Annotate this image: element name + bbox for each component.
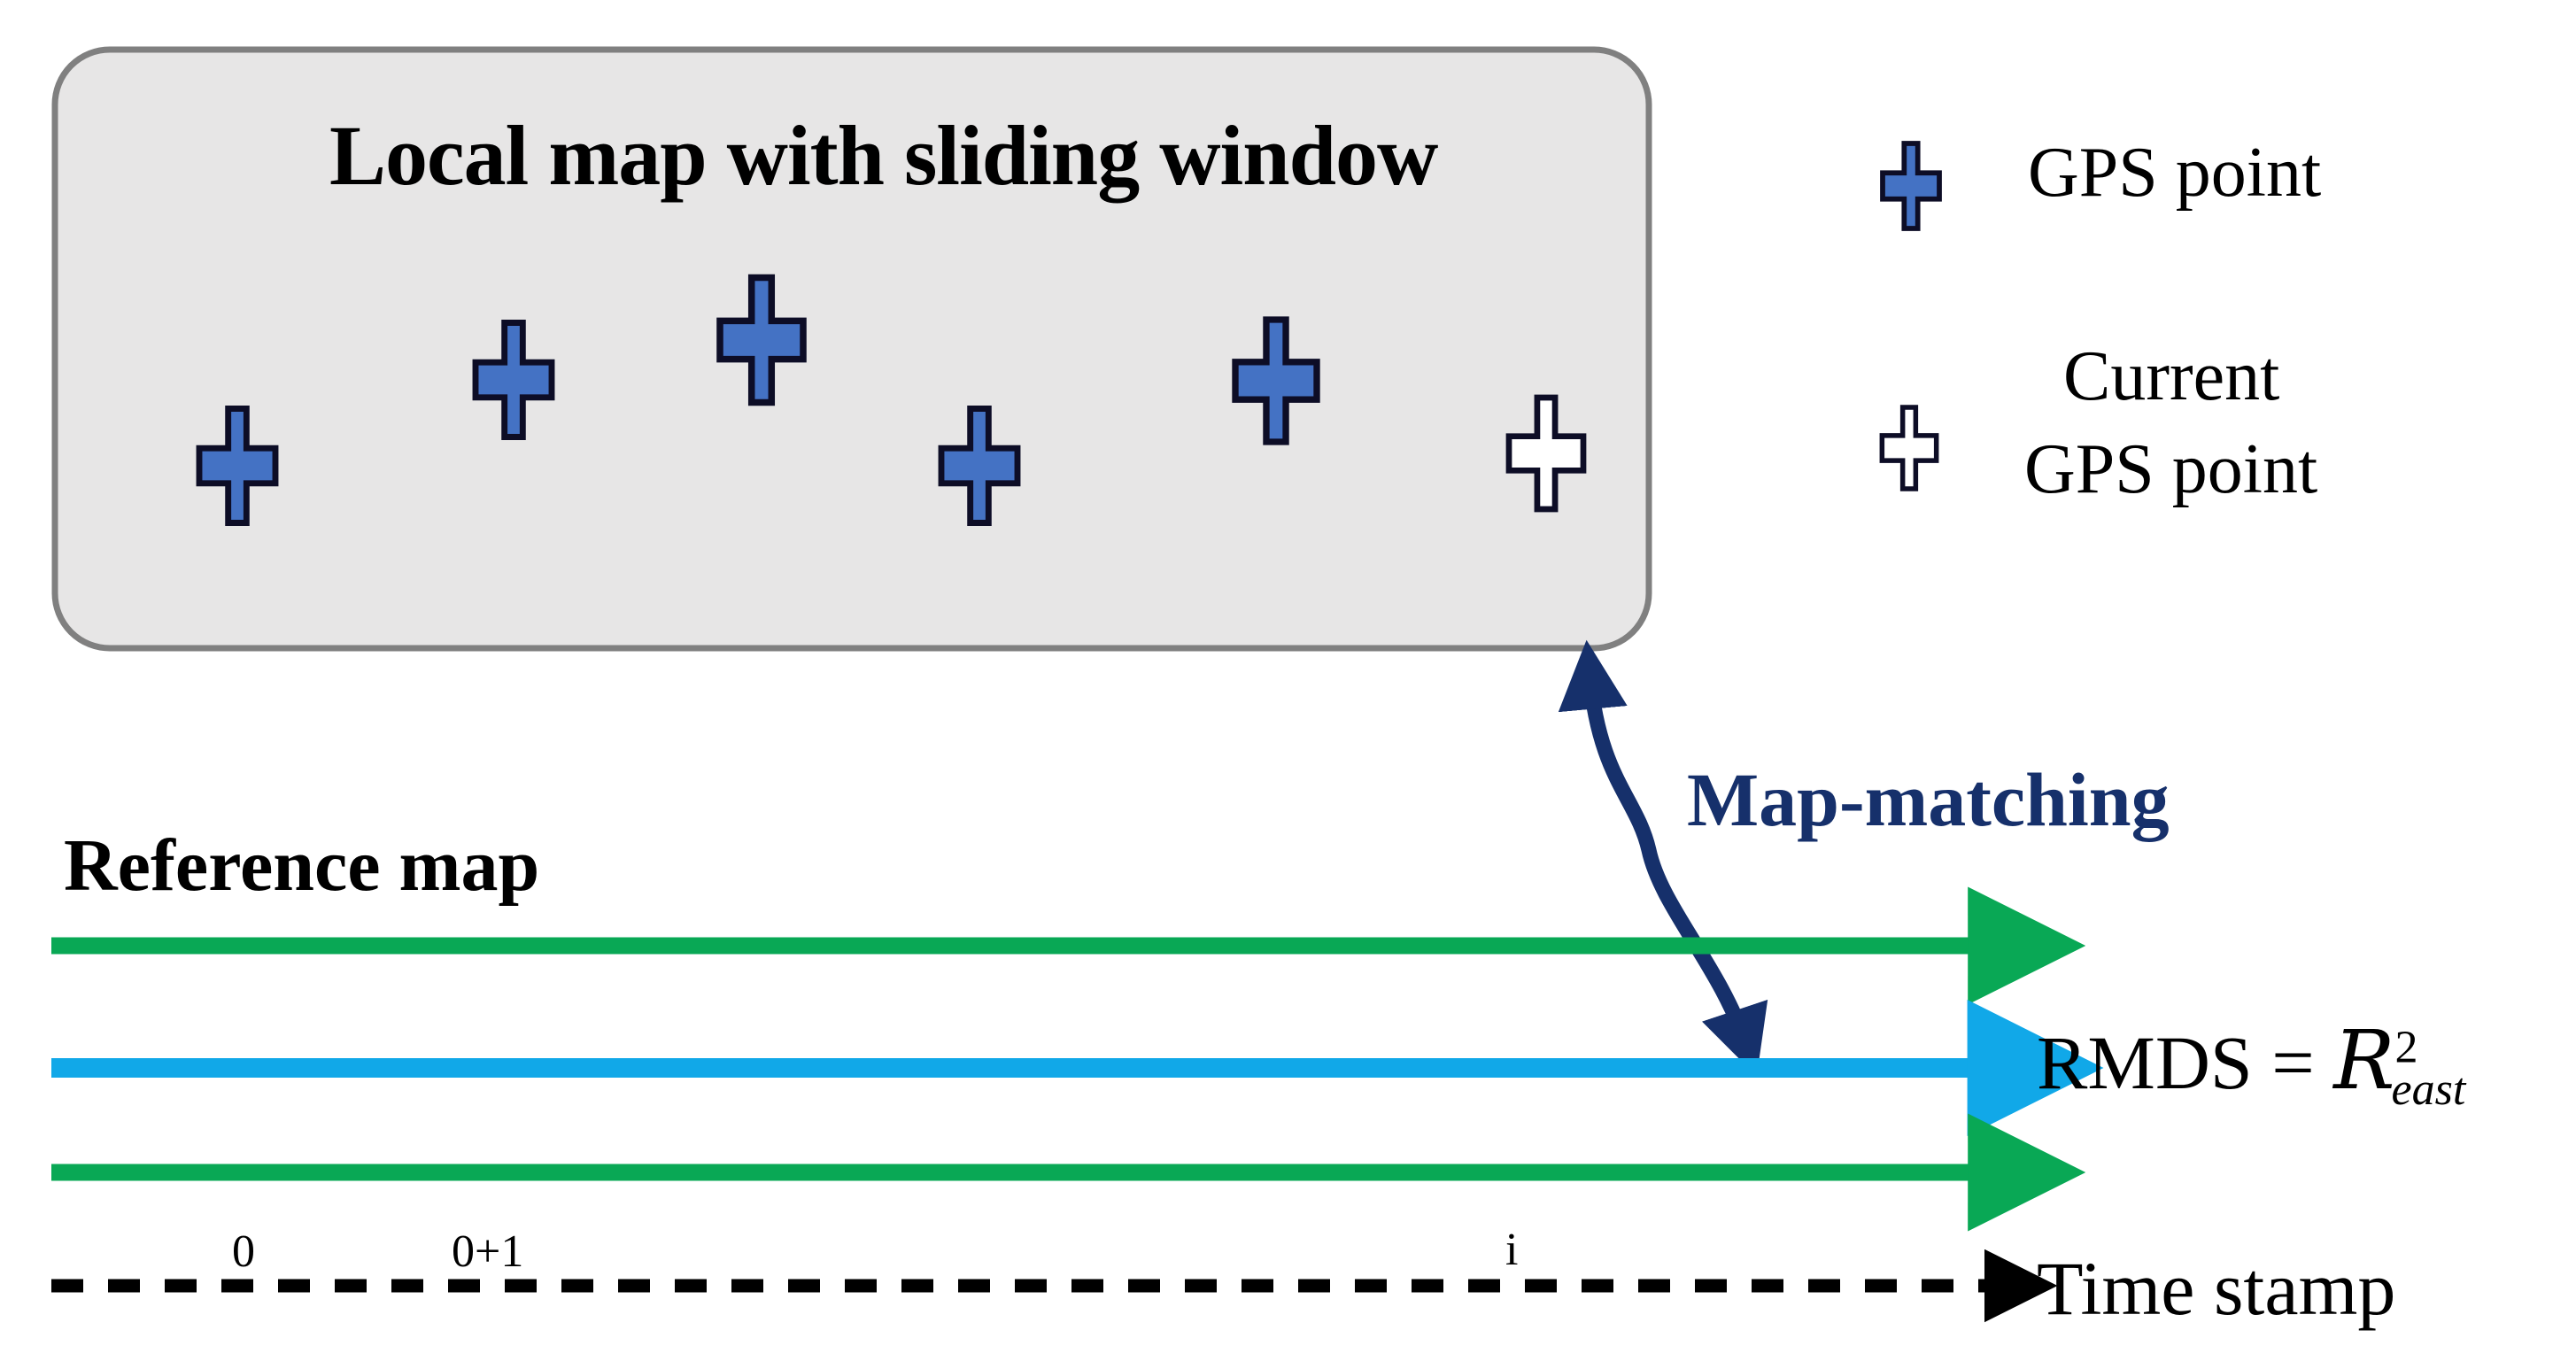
timeline-tick-label-i: i (1505, 1225, 1519, 1275)
legend-label-current-line2: GPS point (2024, 430, 2318, 508)
gps-point-marker-5 (1235, 320, 1317, 442)
rmds-subscript: east (2391, 1064, 2466, 1116)
local-map-panel-title: Local map with sliding window (329, 108, 1438, 203)
legend-label-current-line1: Current (2063, 337, 2280, 415)
rmds-prefix: RMDS = (2037, 1020, 2334, 1105)
gps-point-marker-1 (199, 409, 275, 523)
gps-point-marker-3 (720, 278, 803, 403)
reference-map-title: Reference map (64, 824, 540, 907)
legend-label-gps-point: GPS point (2028, 134, 2322, 212)
rmds-symbol: R (2333, 1013, 2395, 1108)
timeline-axis-label: Time stamp (2037, 1246, 2396, 1331)
rmds-superscript: 2 (2394, 1022, 2418, 1073)
map-matching-arrow (1558, 639, 1768, 1077)
legend-blue-cross-icon (1883, 143, 1939, 228)
map-matching-annotation-label: Map-matching (1687, 757, 2170, 842)
timeline-tick-label-0plus1: 0+1 (452, 1226, 524, 1277)
gps-point-marker-4 (941, 409, 1017, 523)
legend-white-cross-icon (1882, 407, 1936, 489)
rmds-metric-label: RMDS = R2east (2037, 1020, 2465, 1113)
current-gps-point-marker (1509, 398, 1583, 509)
timeline-tick-label-0: 0 (232, 1226, 255, 1277)
gps-point-marker-2 (476, 323, 552, 437)
